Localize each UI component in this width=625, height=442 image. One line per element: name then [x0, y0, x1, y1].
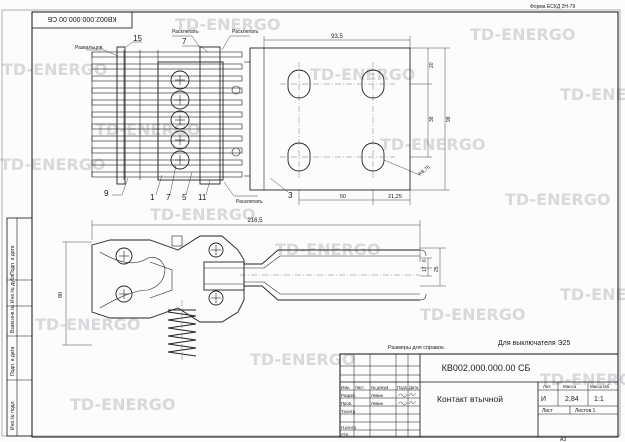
tb-row-role: Утв. — [341, 432, 349, 437]
watermark: TD-ENERGO — [70, 395, 175, 414]
dim-label: 38 — [429, 116, 435, 122]
tb-row-sign: Подп. — [397, 385, 408, 390]
watermark: TD-ENERGO — [0, 155, 105, 174]
side-stamp-cell: Подп. и дата — [10, 346, 16, 376]
tb-row-role: Т.контр. — [341, 409, 356, 414]
dim-label: 25 — [434, 266, 440, 272]
dim-label: 21,25 — [388, 194, 402, 200]
tb-row-name: Лист — [355, 385, 364, 390]
top-view: 93,5 20 38 98 R8,75 50 21,25 15 Развальц… — [75, 29, 452, 205]
watermark: TD-ENERGO — [380, 135, 485, 154]
dim-label: 80 — [58, 292, 64, 298]
watermark: TD-ENERGO — [175, 15, 280, 34]
tb-scale-header: Масштаб — [590, 384, 610, 389]
tb-format: А3 — [560, 437, 566, 442]
side-stamp-cell: Подп. и дата — [10, 245, 16, 275]
dim-label: 93,5 — [331, 34, 343, 40]
tb-rows: Изм. Лист № докум. Подп. Дата Разраб. Ле… — [341, 385, 419, 437]
tb-row-name: Левин — [371, 393, 384, 398]
tb-designation: КВ002.000.000.00 СБ — [442, 363, 531, 373]
tb-mass-value: 2,84 — [565, 396, 579, 403]
side-stamp-cell: Инв.№ дубл. — [10, 273, 16, 303]
tb-row-role: Пров. — [341, 401, 352, 406]
dim-label: 216,5 — [247, 218, 263, 224]
tb-sheet: Лист — [542, 408, 554, 414]
for-switch-note: Для выключателя Э25 — [498, 340, 571, 347]
callout-text: Расклепать — [236, 199, 263, 205]
dim-label: 6 — [422, 259, 428, 262]
watermark: TD-ENERGO — [250, 350, 355, 369]
tb-name: Контакт втычной — [437, 394, 503, 404]
watermark: TD-ENERGO — [560, 85, 625, 104]
watermark: TD-ENERGO — [275, 240, 380, 259]
side-stamp-cell: Взам.инв.№ — [10, 305, 16, 333]
callout-number: 11 — [198, 193, 207, 202]
corner-stamp: КВ002.000.000.00 СБ — [47, 15, 116, 22]
dim-label: R8,75 — [417, 164, 431, 177]
callout-text: Расклепать — [172, 29, 199, 35]
watermark: TD-ENERGO — [35, 315, 140, 334]
watermark: TD-ENERGO — [150, 205, 255, 224]
tb-row-role: Н.контр. — [341, 425, 357, 430]
watermark: TD-ENERGO — [470, 25, 575, 44]
reference-note: Размеры для справок. — [388, 345, 445, 351]
callout-number: 1 — [150, 193, 155, 202]
callout-number: 5 — [182, 193, 187, 202]
watermark: TD-ENERGO — [2, 60, 107, 79]
dim-label: 17 — [422, 266, 428, 272]
watermark: TD-ENERGO — [310, 65, 415, 84]
callout-number: 15 — [133, 34, 142, 43]
watermark-layer: TD-ENERGO TD-ENERGO TD-ENERGO TD-ENERGO … — [0, 15, 625, 414]
tb-row-role: Разраб. — [341, 393, 356, 398]
watermark: TD-ENERGO — [540, 370, 625, 389]
callout-number: 7 — [182, 37, 187, 46]
tb-mass-header: Масса — [563, 384, 577, 389]
callout-text: Развальцов. — [75, 45, 104, 51]
tb-row-role: Изм. — [341, 385, 350, 390]
tb-row-date: Дата — [409, 385, 419, 390]
dim-label: 98 — [446, 116, 452, 122]
side-stamp: Подп. и дата Инв.№ дубл. Взам.инв.№ Подп… — [6, 217, 33, 437]
dim-label: 50 — [340, 194, 346, 200]
tb-sheets: Листов 1 — [575, 408, 596, 414]
callout-number: 3 — [288, 191, 293, 200]
dim-label: 20 — [429, 62, 435, 68]
title-block — [339, 353, 619, 438]
watermark: TD-ENERGO — [505, 190, 610, 209]
callout-text: Расклепать — [232, 29, 259, 35]
sheet-edge — [1, 9, 621, 437]
tb-lit-header: Лит. — [543, 384, 551, 389]
tb-row-doc: № докум. — [371, 385, 389, 390]
tb-scale-value: 1:1 — [594, 396, 604, 403]
tb-lit-value: И — [541, 396, 546, 403]
callout-number: 7 — [166, 193, 171, 202]
form-label: Форма ЕСКД 2Н-79 — [530, 4, 575, 10]
watermark: TD-ENERGO — [95, 120, 200, 139]
corner-stamp-box — [31, 11, 133, 29]
side-view: 216,5 80 17 6 25 — [58, 218, 446, 360]
signature-scribbles — [397, 392, 417, 406]
tb-row-name: Левин — [371, 401, 384, 406]
watermark: TD-ENERGO — [420, 305, 525, 324]
side-stamp-cell: Инв.№ подл. — [10, 400, 16, 430]
callout-number: 9 — [104, 189, 109, 198]
watermark: TD-ENERGO — [560, 285, 625, 304]
